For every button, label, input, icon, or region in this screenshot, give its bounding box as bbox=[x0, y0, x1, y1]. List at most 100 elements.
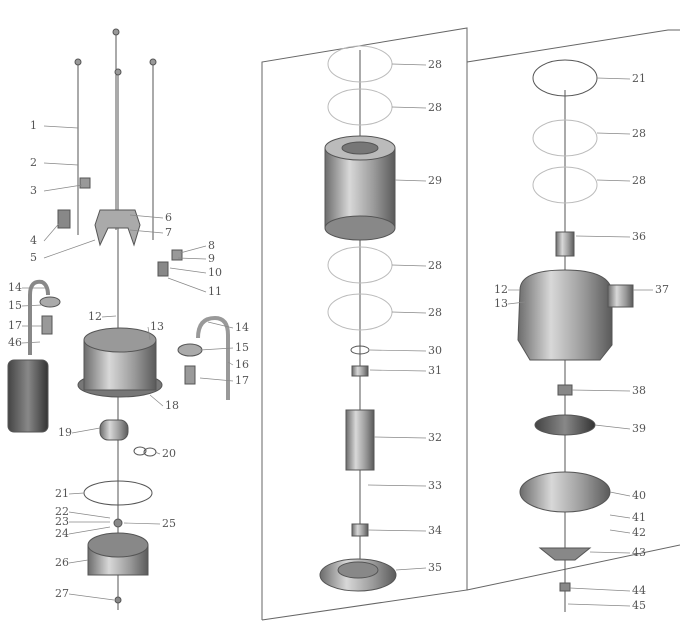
leader-line bbox=[149, 394, 164, 407]
part-label: 16 bbox=[235, 358, 249, 371]
part-label: 13 bbox=[150, 320, 164, 333]
leader-line bbox=[567, 603, 631, 607]
leader-line bbox=[71, 427, 101, 434]
leader-line bbox=[147, 326, 151, 341]
part-label: 20 bbox=[162, 447, 176, 460]
part-label: 37 bbox=[655, 283, 669, 296]
leader-line bbox=[179, 245, 207, 254]
part-label: 34 bbox=[428, 524, 442, 537]
leader-line bbox=[596, 77, 631, 80]
leader-line bbox=[43, 162, 79, 166]
leader-line bbox=[199, 347, 234, 351]
part-label: 17 bbox=[235, 374, 249, 387]
part-label: 14 bbox=[235, 321, 249, 334]
leader-line bbox=[43, 184, 83, 192]
leader-line bbox=[123, 522, 161, 525]
part-label: 15 bbox=[235, 341, 249, 354]
part-label: 28 bbox=[428, 58, 442, 71]
leader-line bbox=[43, 239, 96, 259]
part-label: 9 bbox=[208, 252, 215, 265]
part-label: 38 bbox=[632, 384, 646, 397]
leader-line bbox=[43, 125, 79, 129]
leader-line bbox=[367, 529, 427, 532]
leader-line bbox=[594, 424, 631, 430]
leader-line bbox=[68, 511, 111, 519]
part-label: 23 bbox=[55, 515, 69, 528]
part-label: 39 bbox=[632, 422, 646, 435]
part-label: 35 bbox=[428, 561, 442, 574]
part-label: 28 bbox=[632, 127, 646, 140]
leader-line bbox=[369, 349, 427, 352]
part-label: 25 bbox=[162, 517, 176, 530]
part-label: 40 bbox=[632, 489, 646, 502]
leader-line bbox=[394, 179, 427, 182]
leader-line bbox=[609, 514, 631, 519]
middle-assembly bbox=[319, 45, 397, 592]
part-label: 26 bbox=[55, 556, 69, 569]
leader-line bbox=[101, 315, 117, 318]
leader-line bbox=[596, 132, 631, 135]
leader-line bbox=[199, 377, 234, 382]
leader-line bbox=[177, 257, 207, 260]
part-label: 21 bbox=[632, 72, 646, 85]
leader-line bbox=[369, 369, 427, 372]
leader-line bbox=[609, 491, 631, 497]
part-label: 17 bbox=[8, 319, 22, 332]
part-label: 13 bbox=[494, 297, 508, 310]
leader-line bbox=[507, 301, 526, 305]
part-label: 41 bbox=[632, 511, 646, 524]
leader-line bbox=[167, 277, 207, 293]
part-label: 36 bbox=[632, 230, 646, 243]
part-label: 28 bbox=[428, 259, 442, 272]
part-label: 18 bbox=[165, 399, 179, 412]
leader-line bbox=[129, 229, 164, 234]
leader-line bbox=[391, 63, 427, 66]
part-label: 6 bbox=[165, 211, 172, 224]
leader-line bbox=[391, 106, 427, 109]
part-label: 15 bbox=[8, 299, 22, 312]
leader-line bbox=[21, 341, 41, 344]
part-label: 46 bbox=[8, 336, 22, 349]
leader-lines bbox=[21, 63, 653, 607]
part-label: 12 bbox=[88, 310, 102, 323]
part-label: 12 bbox=[494, 283, 508, 296]
leader-line bbox=[367, 484, 427, 487]
part-label: 31 bbox=[428, 364, 442, 377]
leader-line bbox=[21, 304, 43, 307]
part-label: 5 bbox=[30, 251, 37, 264]
part-label: 33 bbox=[428, 479, 442, 492]
part-label: 29 bbox=[428, 174, 442, 187]
part-label: 44 bbox=[632, 584, 646, 597]
left-assembly bbox=[7, 28, 230, 610]
part-label: 4 bbox=[30, 234, 37, 247]
part-label: 32 bbox=[428, 431, 442, 444]
part-label: 19 bbox=[58, 426, 72, 439]
part-label: 1 bbox=[30, 119, 37, 132]
leader-line bbox=[575, 235, 631, 238]
part-label: 28 bbox=[428, 306, 442, 319]
part-label: 11 bbox=[208, 285, 222, 298]
leader-line bbox=[129, 214, 164, 219]
leader-line bbox=[207, 321, 234, 329]
leader-line bbox=[596, 179, 631, 182]
leader-line bbox=[391, 264, 427, 267]
part-label: 2 bbox=[30, 156, 37, 169]
leader-line bbox=[391, 311, 427, 314]
part-label: 24 bbox=[55, 527, 69, 540]
part-label: 28 bbox=[428, 101, 442, 114]
part-label: 3 bbox=[30, 184, 37, 197]
leader-line bbox=[373, 436, 427, 439]
leader-line bbox=[154, 451, 161, 455]
leader-line bbox=[589, 551, 631, 554]
part-label: 8 bbox=[208, 239, 215, 252]
part-label: 42 bbox=[632, 526, 646, 539]
leader-line bbox=[68, 526, 111, 535]
part-label: 27 bbox=[55, 587, 69, 600]
leader-line bbox=[169, 267, 207, 274]
part-label: 45 bbox=[632, 599, 646, 612]
panel-frames bbox=[261, 27, 680, 621]
part-label: 28 bbox=[632, 174, 646, 187]
leader-line bbox=[569, 587, 631, 592]
